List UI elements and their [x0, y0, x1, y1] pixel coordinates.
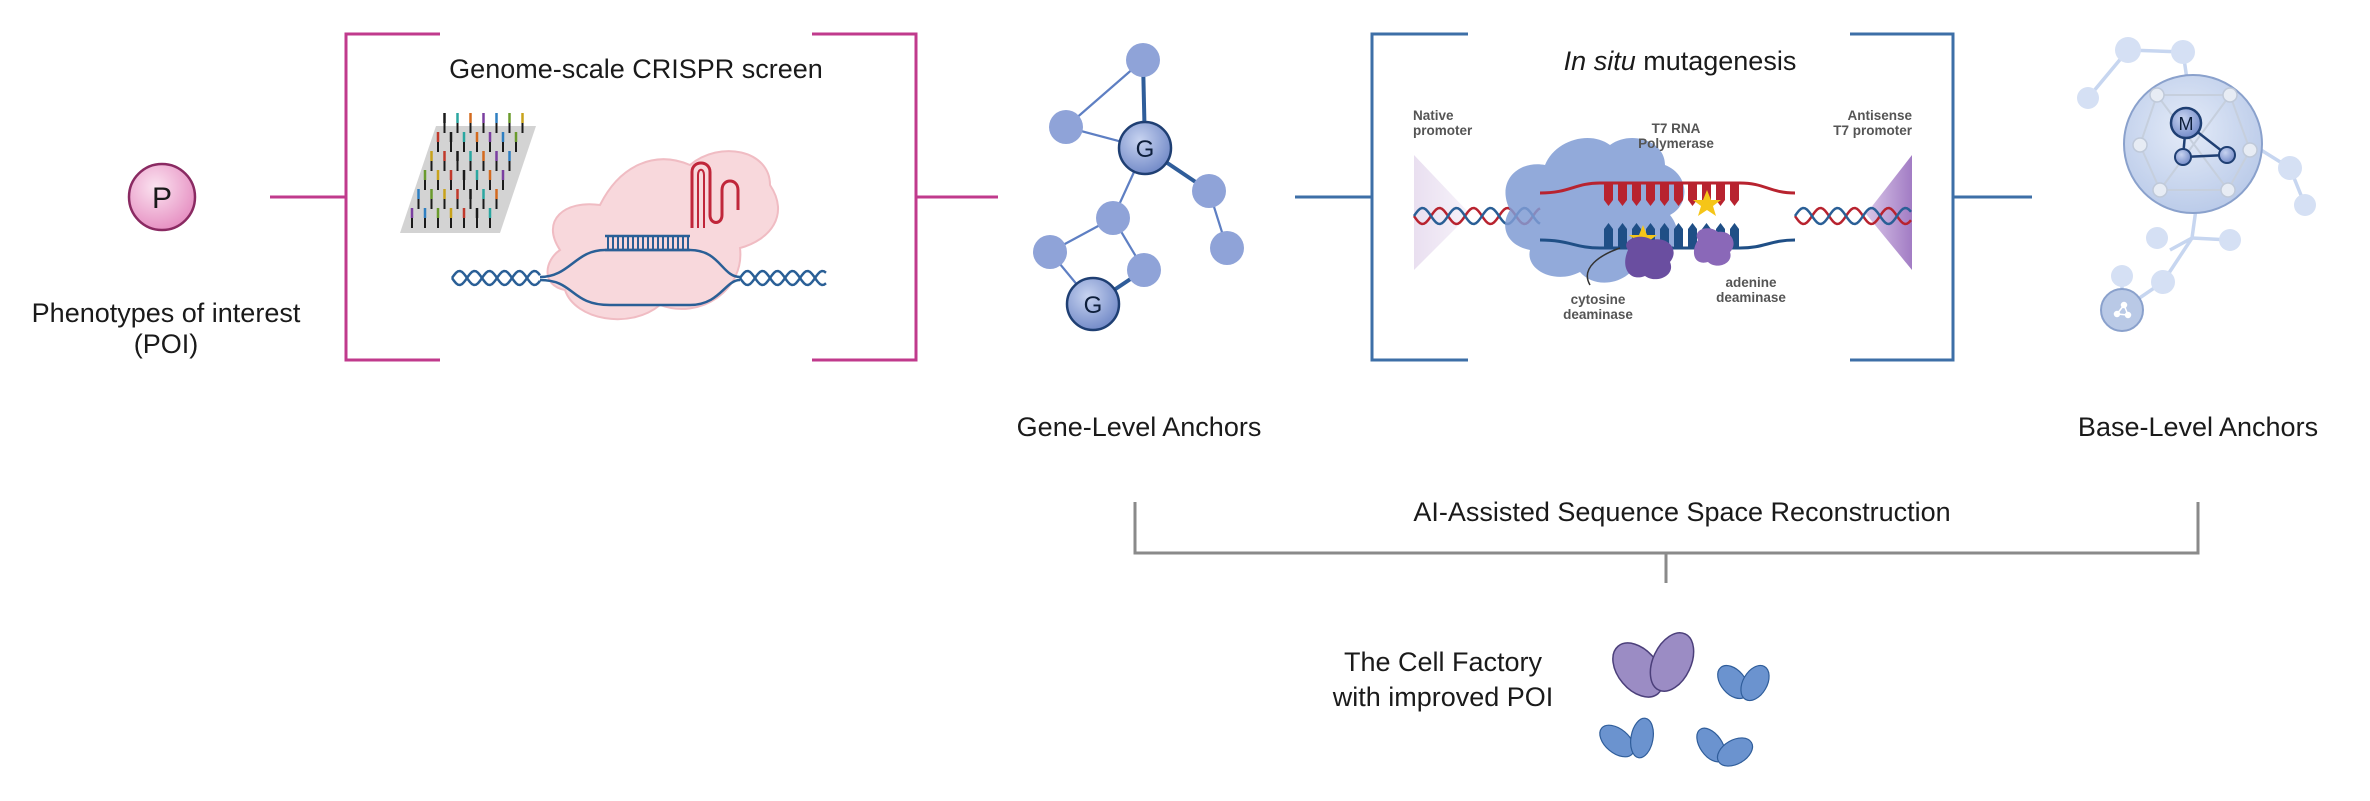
sgrna-library-plate-icon: [400, 113, 536, 233]
gene-anchor-graph: [1033, 43, 1244, 332]
poi-label-line2: (POI): [133, 329, 199, 359]
cytosine-deaminase-icon: [1586, 236, 1674, 286]
reconstruction-label: AI-Assisted Sequence Space Reconstructio…: [1413, 497, 1951, 527]
adenine-deaminase-label: adenine deaminase: [1716, 275, 1786, 305]
dna-base-tooth: [1618, 223, 1627, 247]
cell-factory-yeast-icon: [1599, 632, 1770, 767]
native-promoter-icon: [1414, 155, 1470, 270]
rna-base-tooth: [1660, 184, 1669, 206]
poi-node-letter: P: [152, 182, 172, 215]
rna-base-tooth: [1688, 184, 1697, 206]
polymerase-label: T7 RNA Polymerase: [1638, 121, 1714, 151]
rna-base-tooth: [1730, 184, 1739, 206]
cell-factory-line1: The Cell Factory: [1343, 647, 1543, 677]
base-node-m: [2169, 106, 2203, 140]
antisense-t7-promoter-icon: [1866, 155, 1912, 270]
rna-base-tooth: [1646, 184, 1655, 206]
crispr-title: Genome-scale CRISPR screen: [449, 54, 823, 84]
rna-base-tooth: [1604, 184, 1613, 206]
dna-base-tooth: [1604, 223, 1613, 247]
gene-node-g-bottom: [1065, 276, 1121, 332]
cell-factory-line2: with improved POI: [1332, 682, 1554, 712]
poi-label: Phenotypes of interest (POI): [32, 298, 301, 360]
poi-node: [127, 162, 197, 232]
native-promoter-label: Native promoter: [1413, 108, 1473, 138]
dna-base-tooth: [1674, 223, 1683, 247]
dna-base-tooth: [1688, 223, 1697, 247]
rna-base-tooth: [1674, 184, 1683, 206]
gene-anchors-label: Gene-Level Anchors: [1016, 412, 1262, 442]
gene-node-g-top: [1117, 120, 1173, 176]
adenine-deaminase-icon: [1693, 228, 1734, 266]
small-cluster-icon: [2100, 288, 2144, 332]
base-anchor-graph: [2077, 37, 2316, 332]
poi-label-line1: Phenotypes of interest: [31, 298, 301, 328]
antisense-promoter-label: Antisense T7 promoter: [1833, 108, 1912, 138]
crispr-bracket: [270, 32, 998, 362]
mutagenesis-title-italic: In situ: [1563, 46, 1636, 76]
mutagenesis-title: In situ mutagenesis: [1564, 46, 1797, 77]
cas9-complex-icon: [546, 150, 780, 321]
crispr-dna-helix-icon: [450, 248, 827, 307]
rna-base-tooth: [1632, 184, 1641, 206]
base-anchors-label: Base-Level Anchors: [2077, 412, 2319, 442]
cytosine-deaminase-label: cytosine deaminase: [1563, 292, 1633, 322]
rna-base-tooth: [1618, 184, 1627, 206]
mutagenesis-bracket: [1295, 32, 2032, 362]
reconstruction-bracket: [1133, 502, 2200, 583]
mutagenesis-title-rest: mutagenesis: [1635, 46, 1797, 76]
cell-factory-label: The Cell Factory with improved POI: [1333, 645, 1554, 715]
gene-node-letter-bottom: G: [1084, 292, 1103, 319]
base-node-letter: M: [2179, 114, 2194, 134]
gene-node-letter-top: G: [1136, 136, 1155, 163]
